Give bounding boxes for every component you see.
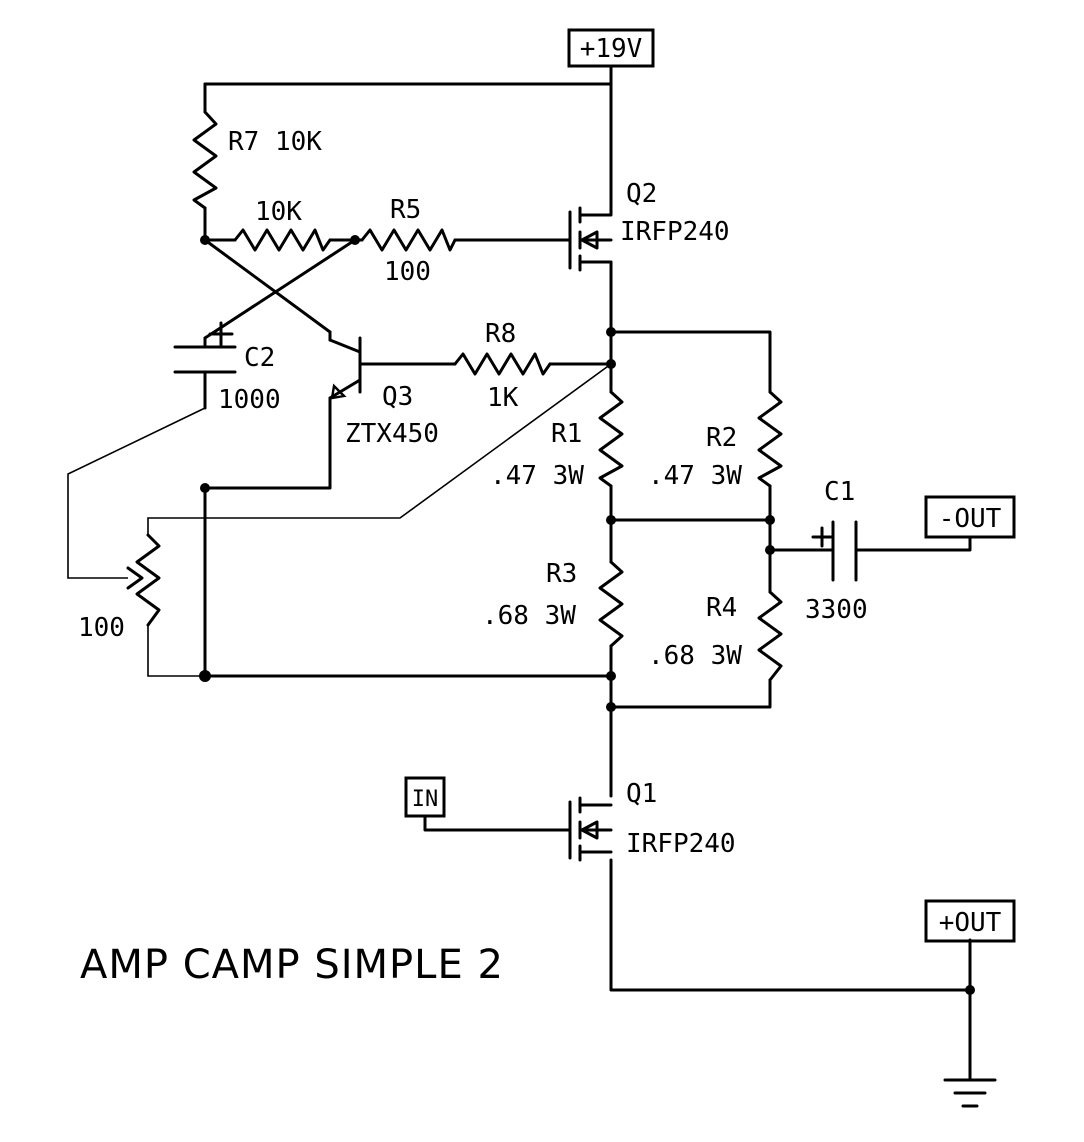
r8-ref: R8: [485, 319, 516, 349]
out-neg-terminal-label: -OUT: [939, 504, 1002, 534]
c2-ref: C2: [244, 343, 275, 373]
q2-part: IRFP240: [620, 217, 730, 247]
out-neg-terminal: -OUT: [924, 495, 1016, 539]
c1-value: 3300: [805, 595, 868, 625]
supply-terminal-label: +19V: [580, 34, 643, 64]
c2-value: 1000: [218, 385, 281, 415]
q2-ref: Q2: [626, 179, 657, 209]
potentiometer: [126, 533, 161, 627]
r4-value: .68 3W: [648, 641, 742, 671]
r2-ref: R2: [706, 423, 737, 453]
q3-ref: Q3: [382, 382, 413, 412]
diagram-title: AMP CAMP SIMPLE 2: [80, 942, 504, 988]
resistor-10k: [233, 228, 332, 252]
out-pos-terminal: +OUT: [924, 899, 1016, 943]
input-terminal-label: IN: [412, 787, 439, 812]
mosfet-q2: [568, 198, 613, 272]
junction-dots: [199, 235, 975, 995]
bjt-q3: [328, 336, 362, 400]
resistor-r7: [192, 110, 218, 210]
resistor-r2: [757, 390, 783, 488]
thin-wires: [67, 363, 612, 677]
q3-part: ZTX450: [345, 419, 439, 449]
resistor-r1: [598, 390, 624, 488]
r3-ref: R3: [546, 559, 577, 589]
r4-ref: R4: [706, 593, 737, 623]
wires: [203, 64, 972, 1082]
resistor-r8: [453, 352, 552, 376]
capacitor-c2: [173, 321, 237, 374]
r7-label: R7 10K: [228, 127, 322, 157]
resistor-r3: [598, 560, 624, 648]
component-labels: R7 10K 10K R5 100 Q2 IRFP240 R8 1K C2 10…: [78, 127, 868, 859]
capacitor-c1: [811, 520, 858, 582]
r1-ref: R1: [551, 419, 582, 449]
input-terminal: IN: [404, 776, 446, 818]
q1-ref: Q1: [626, 779, 657, 809]
supply-terminal: +19V: [567, 28, 655, 68]
mosfet-q1: [568, 796, 613, 862]
pot-value: 100: [78, 613, 125, 643]
resistor-r4: [757, 590, 783, 682]
r2-value: .47 3W: [648, 461, 742, 491]
r-10k-value: 10K: [255, 197, 302, 227]
r3-value: .68 3W: [482, 601, 576, 631]
r8-value: 1K: [487, 383, 519, 413]
r1-value: .47 3W: [490, 461, 584, 491]
c1-ref: C1: [824, 477, 855, 507]
out-pos-terminal-label: +OUT: [939, 908, 1002, 938]
ground-symbol: [943, 1078, 997, 1108]
q1-part: IRFP240: [626, 829, 736, 859]
resistor-r5: [360, 228, 457, 252]
r5-ref: R5: [390, 195, 421, 225]
r5-value: 100: [384, 257, 431, 287]
